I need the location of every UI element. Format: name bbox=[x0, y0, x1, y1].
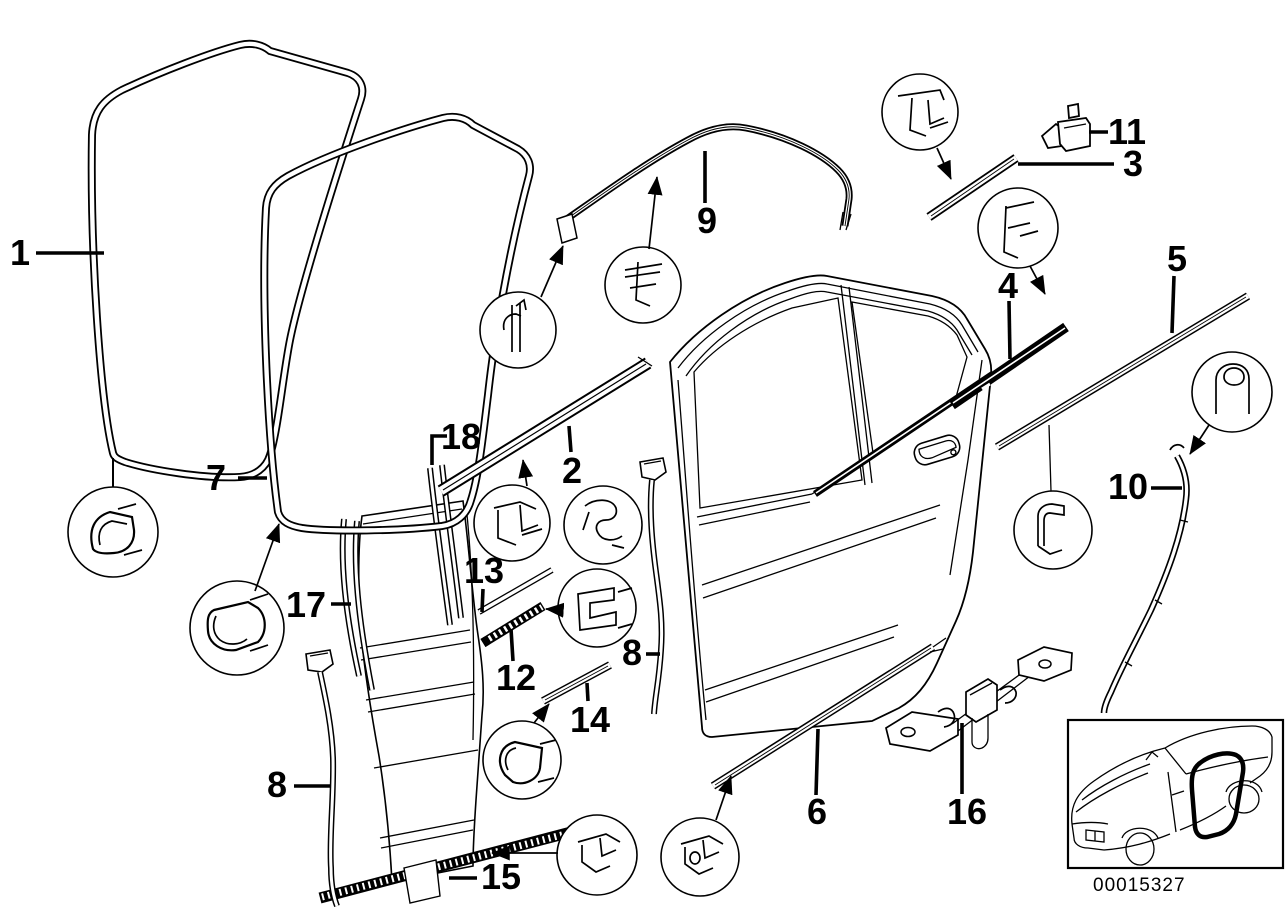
part-label-10[interactable]: 10 bbox=[1108, 466, 1148, 507]
callout-molding-14-profile bbox=[482, 703, 562, 800]
weatherstrip-8-mid-drawing bbox=[639, 457, 667, 715]
strip-10-drawing bbox=[1100, 444, 1190, 714]
strip-5-drawing bbox=[994, 292, 1251, 451]
strip-13-drawing bbox=[477, 567, 554, 615]
part-label-16[interactable]: 16 bbox=[947, 791, 987, 832]
door-seal-1-drawing bbox=[87, 39, 367, 482]
part-label-18[interactable]: 18 bbox=[441, 416, 481, 457]
sill-strip-6-drawing bbox=[710, 637, 947, 790]
belt-strip-2-drawing bbox=[437, 356, 653, 497]
part-label-13[interactable]: 13 bbox=[464, 550, 504, 591]
callout-clip-3-profile bbox=[881, 73, 959, 180]
image-code: 00015327 bbox=[1093, 875, 1186, 896]
door-handle-drawing bbox=[913, 434, 961, 466]
part-18-channel-strips bbox=[427, 464, 464, 626]
part-label-7[interactable]: 7 bbox=[206, 457, 226, 498]
callout-sill-clip-15-profile bbox=[491, 814, 638, 896]
part-label-1[interactable]: 1 bbox=[10, 232, 30, 273]
sill-strip-15-drawing bbox=[318, 825, 577, 904]
car-location-inset: 00015327 bbox=[1066, 718, 1285, 896]
door-seal-7-drawing bbox=[260, 112, 534, 535]
rear-door-drawing bbox=[669, 274, 995, 738]
callout-trim-clip-9-profile bbox=[604, 176, 682, 324]
part-label-6[interactable]: 6 bbox=[807, 791, 827, 832]
part-label-12[interactable]: 12 bbox=[496, 657, 536, 698]
callout-sill-clip-6-profile bbox=[660, 775, 740, 897]
callout-cap-10-profile bbox=[1189, 351, 1273, 455]
callout-endcap-9-profile bbox=[479, 245, 564, 369]
car-outline-drawing bbox=[1071, 725, 1273, 866]
part-label-9[interactable]: 9 bbox=[697, 200, 717, 241]
highlighted-rear-door-area bbox=[1189, 751, 1246, 840]
strip-4-drawing bbox=[949, 322, 1069, 410]
callout-seal-1-profile bbox=[67, 458, 159, 578]
callout-clip-2-profile bbox=[473, 459, 551, 562]
strip-12-drawing bbox=[480, 601, 546, 648]
part-label-14[interactable]: 14 bbox=[570, 699, 610, 740]
leader-lines bbox=[36, 130, 1182, 880]
bracket-16-drawing bbox=[885, 646, 1073, 752]
strip-14-drawing bbox=[541, 661, 612, 705]
callout-hook-clip-profile bbox=[563, 485, 643, 565]
callout-clip-4-profile bbox=[977, 187, 1059, 295]
window-frame-trim-9-drawing bbox=[556, 123, 853, 244]
callout-channel-5-profile bbox=[1013, 424, 1093, 570]
part-label-4[interactable]: 4 bbox=[998, 265, 1018, 306]
part-label-17[interactable]: 17 bbox=[286, 584, 326, 625]
callout-seal-7-profile bbox=[189, 523, 285, 676]
callout-channel-clip-profile bbox=[545, 568, 637, 648]
weatherstrip-8-left-drawing bbox=[305, 649, 340, 908]
part-label-2[interactable]: 2 bbox=[562, 450, 582, 491]
part-label-8-left[interactable]: 8 bbox=[267, 764, 287, 805]
part-label-3[interactable]: 3 bbox=[1123, 143, 1143, 184]
part-number-labels: 1 2 3 4 5 6 7 8 8 9 10 11 12 13 14 15 16… bbox=[10, 111, 1187, 897]
strip-3-drawing bbox=[926, 154, 1019, 221]
part-label-8-mid[interactable]: 8 bbox=[622, 632, 642, 673]
part-label-11[interactable]: 11 bbox=[1108, 111, 1146, 152]
clip-11-drawing bbox=[1040, 102, 1091, 152]
part-label-5[interactable]: 5 bbox=[1167, 238, 1187, 279]
part-label-15[interactable]: 15 bbox=[481, 856, 521, 897]
